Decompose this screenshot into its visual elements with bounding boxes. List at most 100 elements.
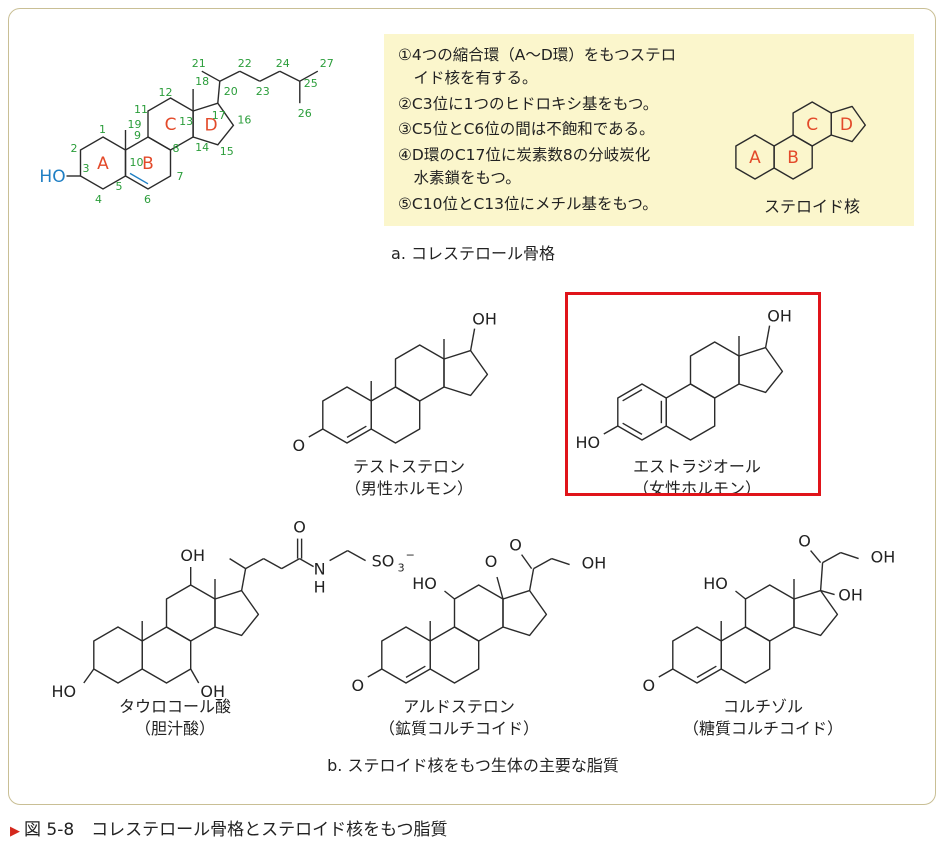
note-line: ⑤C10位とC13位にメチル基をもつ。 bbox=[398, 195, 658, 213]
ho-label: HO bbox=[575, 433, 600, 452]
carbonyl bbox=[521, 554, 533, 570]
compound-name: エストラジオール bbox=[633, 457, 761, 476]
carbon-number: 6 bbox=[144, 193, 151, 206]
oh-bond bbox=[190, 668, 200, 684]
carbon-number: 16 bbox=[237, 113, 251, 126]
carbon-number: 8 bbox=[173, 142, 180, 155]
carbon-number: 1 bbox=[99, 123, 106, 136]
side-chain bbox=[347, 549, 366, 562]
oh-bond bbox=[820, 589, 835, 596]
compound-desc: （胆汁酸） bbox=[134, 719, 216, 738]
oh-label: OH bbox=[767, 307, 792, 326]
side-chain bbox=[217, 81, 221, 104]
carbon-number: 22 bbox=[238, 57, 252, 70]
ring bbox=[738, 346, 784, 394]
estradiol-highlight-box bbox=[565, 292, 821, 496]
carbon-number: 7 bbox=[177, 170, 184, 183]
amide bbox=[299, 557, 314, 568]
compound-desc: （糖質コルチコイド） bbox=[682, 719, 844, 738]
side-chain bbox=[259, 70, 281, 82]
ring bbox=[429, 626, 480, 684]
oh-label: OH bbox=[838, 586, 863, 605]
ring bbox=[322, 386, 372, 444]
carbon-number: 14 bbox=[195, 141, 209, 154]
oh-bond bbox=[83, 668, 95, 684]
note-line: ④D環のC17位に炭素数8の分岐炭化 bbox=[398, 146, 651, 164]
double-bond bbox=[405, 665, 426, 679]
oh-label: OH bbox=[582, 554, 607, 573]
oxygen-label: O bbox=[509, 536, 522, 555]
ketone bbox=[658, 668, 674, 678]
ring bbox=[394, 344, 445, 402]
bond-lines bbox=[83, 101, 866, 684]
ring bbox=[141, 626, 192, 684]
figure-caption: ▶図 5-8 コレステロール骨格とステロイド核をもつ脂質 bbox=[10, 815, 448, 840]
ring bbox=[720, 626, 771, 684]
side-chain bbox=[201, 70, 221, 82]
side-chain bbox=[245, 557, 264, 570]
aromatic-bond bbox=[622, 422, 643, 436]
oh-label: OH bbox=[180, 546, 205, 565]
ring bbox=[665, 383, 716, 441]
carbon-number: 12 bbox=[159, 86, 173, 99]
ho-label: HO bbox=[51, 682, 76, 701]
ring bbox=[793, 589, 839, 637]
oh-label: OH bbox=[871, 548, 896, 567]
nucleus-ring-label: B bbox=[787, 148, 799, 168]
ring bbox=[689, 341, 740, 399]
ho-label: HO bbox=[703, 574, 728, 593]
sulfonate-label: SO bbox=[372, 552, 395, 571]
carbonyl bbox=[810, 550, 822, 564]
ring bbox=[453, 584, 504, 642]
ring-d bbox=[192, 102, 235, 146]
side-chain bbox=[299, 70, 319, 82]
panel-a-caption: a. コレステロール骨格 bbox=[391, 244, 555, 263]
note-line: イド核を有する。 bbox=[398, 69, 538, 87]
nucleus-ring-d bbox=[830, 105, 866, 143]
carbon-number: 13 bbox=[179, 115, 193, 128]
figure-caption-text: 図 5-8 コレステロール骨格とステロイド核をもつ脂質 bbox=[24, 820, 448, 840]
nucleus-ring-label: D bbox=[840, 115, 853, 135]
double-bond bbox=[696, 665, 717, 679]
side-chain bbox=[281, 557, 300, 570]
double-bond bbox=[346, 425, 367, 439]
ring bbox=[370, 386, 421, 444]
compound-name: アルドステロン bbox=[403, 697, 515, 716]
carbon-number: 15 bbox=[220, 145, 234, 158]
steroid-nucleus-label: ステロイド核 bbox=[763, 197, 861, 216]
side-chain bbox=[240, 568, 247, 591]
carbon-number: 20 bbox=[224, 85, 238, 98]
side-chain bbox=[279, 70, 301, 82]
carbon-number: 2 bbox=[71, 142, 78, 155]
side-chain bbox=[263, 557, 282, 570]
compound-name: タウロコール酸 bbox=[118, 697, 232, 716]
oh-bond bbox=[764, 325, 771, 348]
notes-box bbox=[384, 34, 914, 226]
oh-label: OH bbox=[472, 310, 497, 329]
side-chain bbox=[840, 551, 859, 560]
note-line: ②C3位に1つのヒドロキシ基をもつ。 bbox=[398, 95, 659, 113]
side-chain bbox=[819, 562, 824, 591]
compound-name: コルチゾル bbox=[722, 697, 804, 716]
carbon-number: 17 bbox=[212, 109, 226, 122]
nucleus-ring-label: C bbox=[806, 115, 818, 135]
side-chain bbox=[533, 557, 552, 570]
side-chain bbox=[329, 549, 348, 562]
aldehyde bbox=[496, 576, 504, 600]
carbon-number: 26 bbox=[298, 107, 312, 120]
oxygen-label: O bbox=[293, 518, 306, 537]
carbon-number: 27 bbox=[320, 57, 334, 70]
ring bbox=[617, 383, 667, 441]
oxygen-label: O bbox=[485, 552, 498, 571]
oxygen-label: O bbox=[643, 676, 656, 695]
ring bbox=[381, 626, 431, 684]
oh-bond bbox=[735, 590, 746, 600]
double-bond bbox=[129, 172, 149, 185]
side-chain bbox=[239, 70, 261, 82]
ring bbox=[214, 589, 260, 637]
oh-label: OH bbox=[200, 682, 225, 701]
ring-label: B bbox=[142, 154, 154, 174]
side-chain bbox=[822, 551, 841, 564]
ring-label: A bbox=[97, 154, 109, 174]
note-line: 水素鎖をもつ。 bbox=[398, 169, 521, 187]
